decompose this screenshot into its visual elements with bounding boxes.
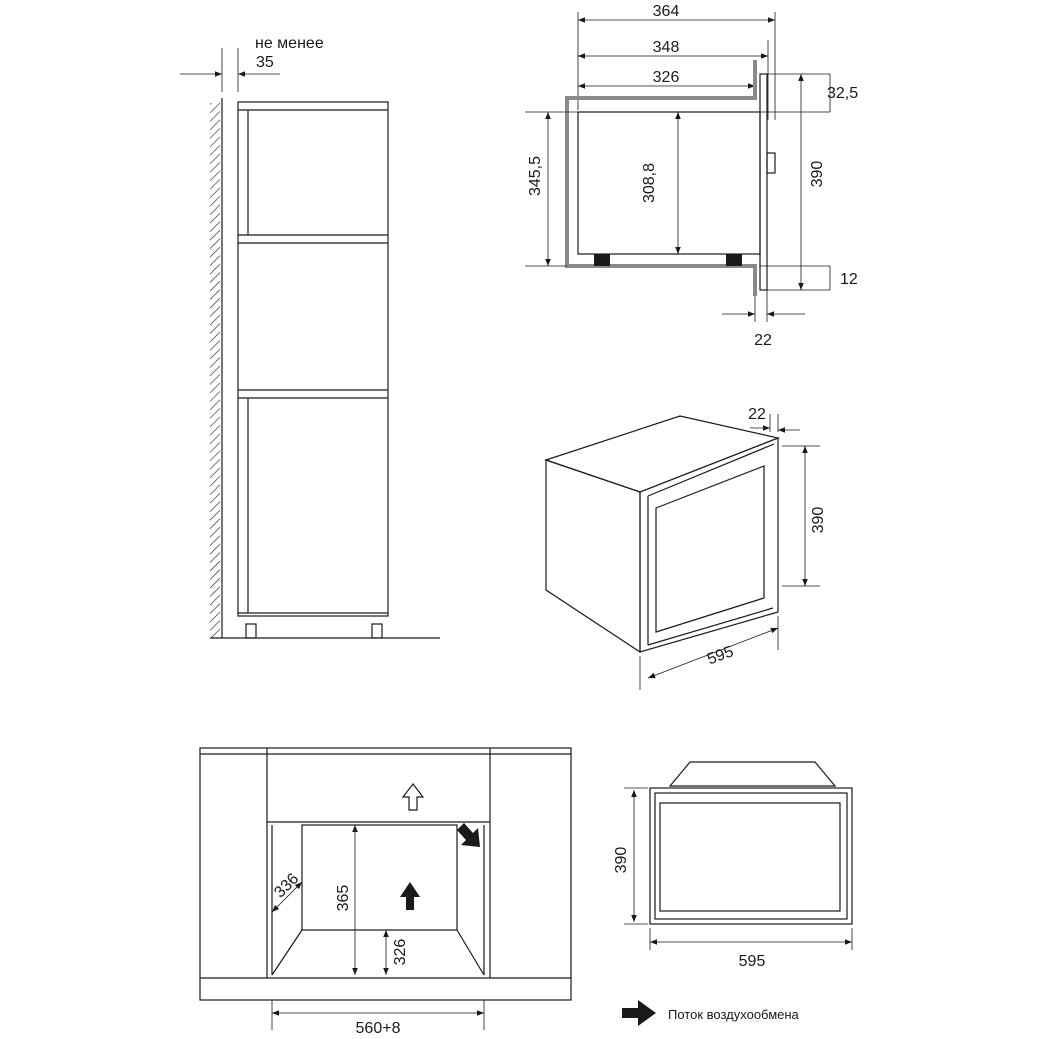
- niche-dim-depth: 336: [271, 870, 302, 901]
- iso-top: [544, 415, 781, 493]
- airflow-diagonal-icon: [457, 823, 480, 847]
- front-top-trapezoid: [668, 761, 837, 787]
- niche-dim-lower-height: 326: [392, 939, 409, 966]
- iso-front: [639, 437, 779, 653]
- dim-bottom-offset: 12: [840, 271, 858, 288]
- niche-dim-height: 365: [335, 885, 352, 912]
- iso-dim-thickness: 22: [748, 406, 766, 423]
- niche-outer: [199, 747, 572, 1001]
- niche-view: 336 365 326 560+8: [199, 747, 572, 1037]
- front-dim-width: 595: [739, 953, 766, 970]
- front-dim-height: 390: [613, 847, 630, 874]
- appliance-body: [577, 111, 761, 255]
- wall-hatch: [210, 103, 220, 638]
- front-glass: [659, 802, 841, 912]
- front-panel: [759, 73, 768, 291]
- foot-right: [726, 254, 742, 266]
- dim-height-inner: 308,8: [641, 163, 658, 203]
- cabinet-foot-right: [371, 623, 383, 639]
- legend: Поток воздухообмена: [622, 1000, 800, 1026]
- iso-dim-line-595: [647, 627, 779, 679]
- iso-dim-height: 390: [810, 507, 827, 534]
- dim-top-offset: 32,5: [827, 85, 858, 102]
- isometric-view: 22 390 595: [544, 406, 827, 690]
- dim-front-thickness: 22: [754, 332, 772, 349]
- dim-height-front: 390: [809, 161, 826, 188]
- front-view: 390 595: [613, 761, 853, 970]
- dim-height-niche: 345,5: [527, 156, 544, 196]
- foot-left: [594, 254, 610, 266]
- dim-depth-total: 364: [653, 3, 680, 20]
- niche-dim-width: 560+8: [356, 1020, 401, 1037]
- airflow-up-outline-icon: [401, 783, 425, 811]
- niche-back: [301, 824, 458, 931]
- iso-side: [545, 459, 641, 654]
- legend-airflow-label: Поток воздухообмена: [668, 1007, 800, 1022]
- clearance-label: не менее: [255, 35, 324, 52]
- dim-depth-frame: 348: [653, 39, 680, 56]
- cabinet-foot-left: [245, 623, 257, 639]
- airflow-up-icon: [400, 882, 420, 910]
- legend-airflow-icon: [622, 1000, 656, 1026]
- cabinet-column-view: не менее 35: [180, 35, 440, 639]
- clearance-value: 35: [256, 54, 274, 71]
- iso-dim-width: 595: [705, 643, 736, 668]
- side-section-view: 364 348 326 345,5 308,8 390 32,5: [525, 3, 858, 349]
- niche-frame: [565, 60, 757, 296]
- cabinet-outline: [237, 101, 389, 617]
- dim-depth-body: 326: [653, 69, 680, 86]
- iso-door: [655, 465, 765, 633]
- front-outer: [649, 787, 853, 925]
- door-handle: [766, 152, 776, 174]
- niche-dim-line-336: [271, 881, 303, 913]
